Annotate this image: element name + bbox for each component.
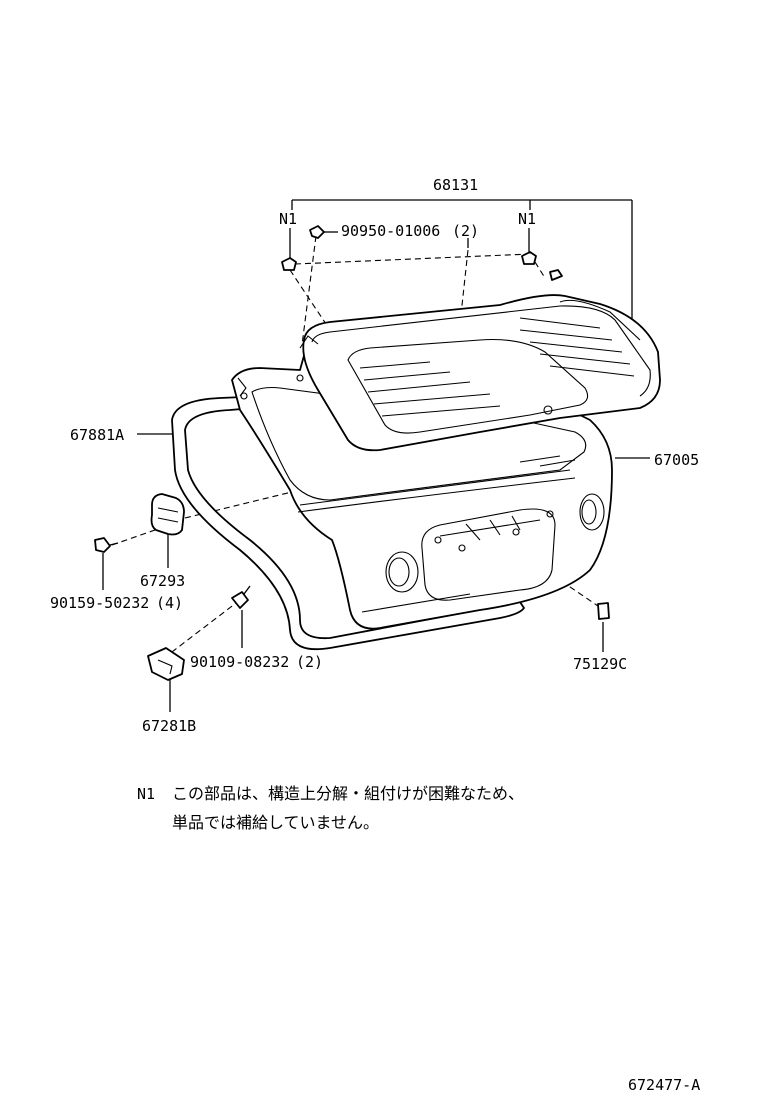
part-labels: 68131 N1 N1 90950-01006 (2) 67881A 67005…: [50, 176, 699, 735]
label-67881a: 67881A: [70, 426, 124, 444]
label-n1-left: N1: [279, 210, 297, 228]
note-line-1: この部品は、構造上分解・組付けが困難なため、: [172, 784, 524, 803]
glass-assy-part: [296, 294, 661, 452]
label-67005: 67005: [654, 451, 699, 469]
hardware-parts: [94, 225, 610, 681]
note-marker: N1: [137, 785, 155, 803]
label-n1-right: N1: [518, 210, 536, 228]
label-68131: 68131: [433, 176, 478, 194]
label-90109-qty: (2): [296, 653, 323, 671]
label-90109: 90109-08232: [190, 653, 289, 671]
label-90950: 90950-01006: [341, 222, 440, 240]
note-line-2: 単品では補給していません。: [172, 813, 379, 832]
figure-id: 672477-A: [628, 1076, 700, 1094]
label-75129c: 75129C: [573, 655, 627, 673]
footnote: N1 この部品は、構造上分解・組付けが困難なため、 単品では補給していません。: [137, 784, 524, 832]
leader-lines: [102, 199, 650, 712]
label-90159-qty: (4): [156, 594, 183, 612]
weatherstrip-part: [171, 394, 525, 651]
label-90950-qty: (2): [452, 222, 479, 240]
label-67293: 67293: [140, 572, 185, 590]
label-67281b: 67281B: [142, 717, 196, 735]
defroster-lines: [359, 317, 635, 417]
label-90159: 90159-50232: [50, 594, 149, 612]
